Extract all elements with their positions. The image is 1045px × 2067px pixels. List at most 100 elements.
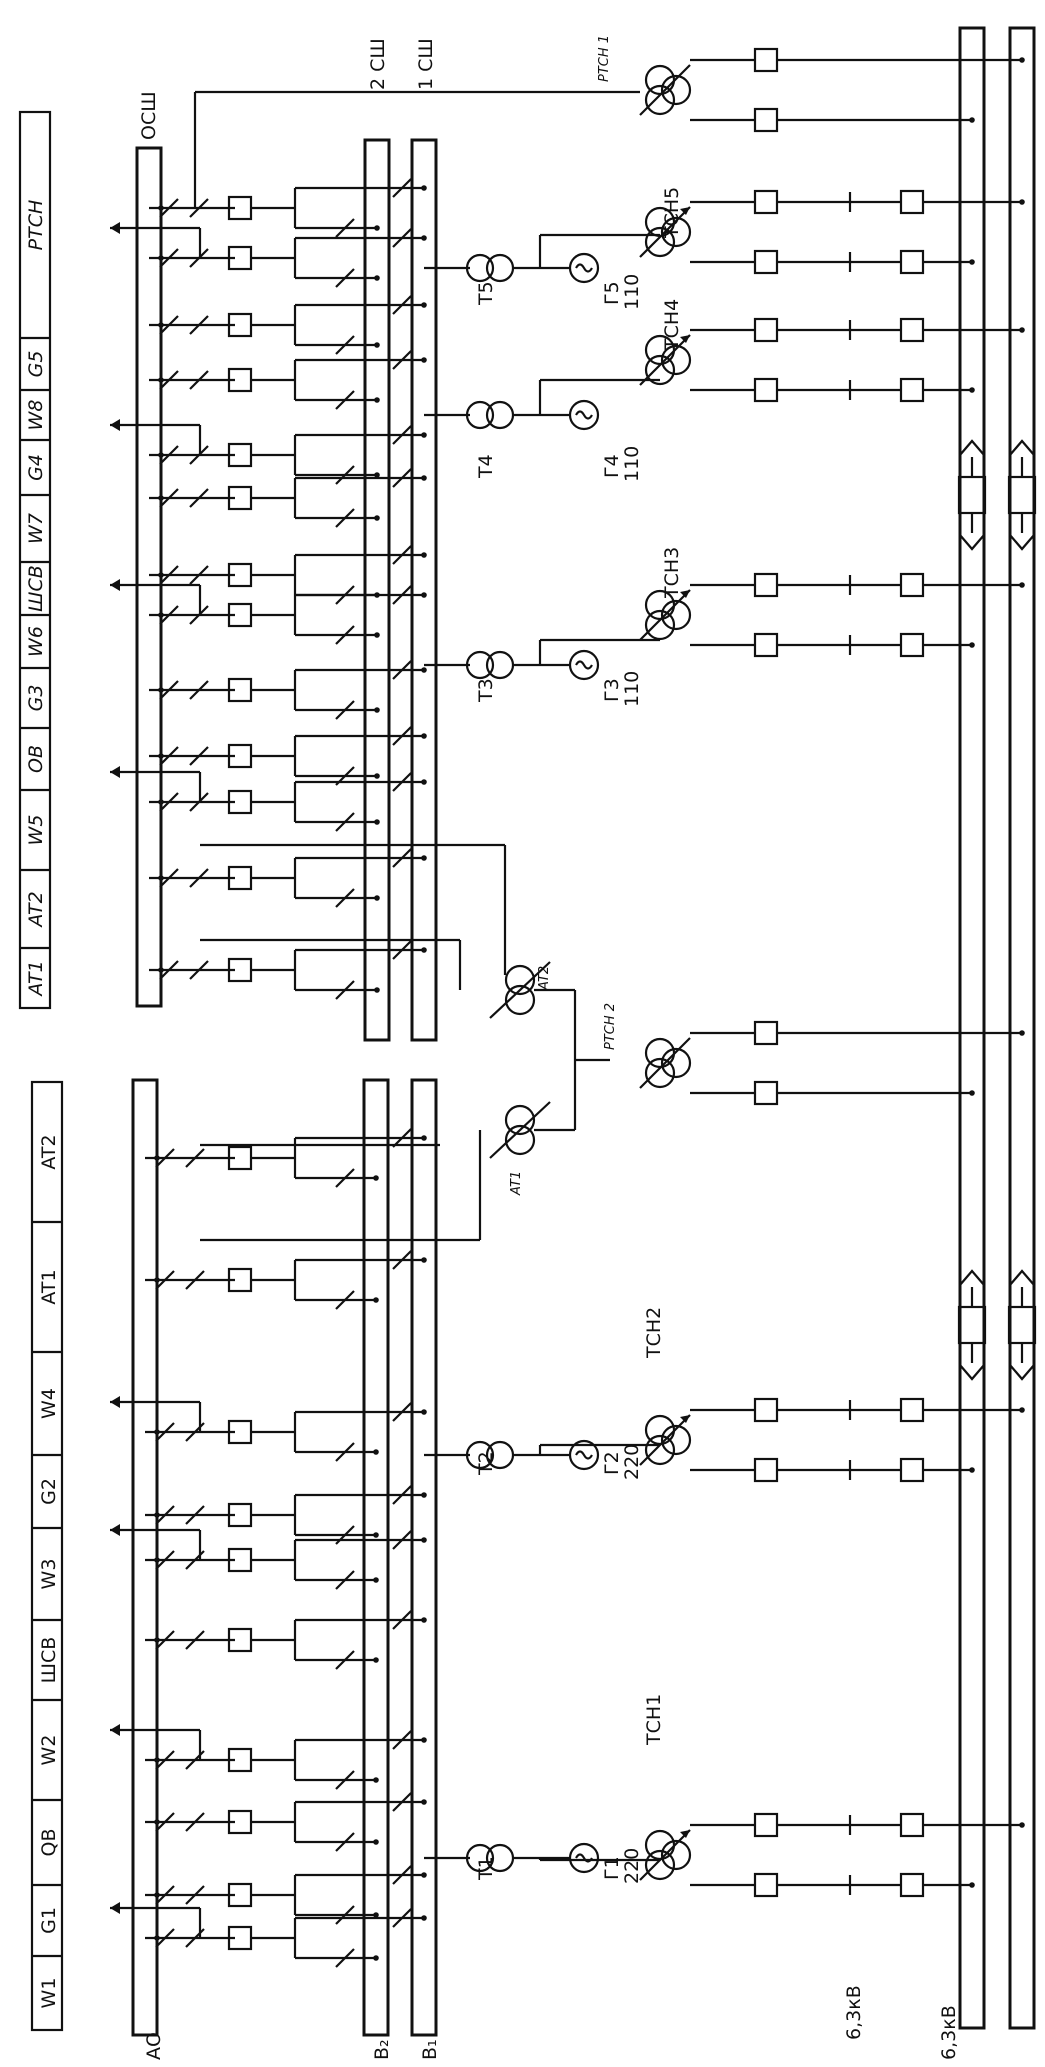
junction-dot	[154, 1429, 160, 1435]
disconnector-mark	[189, 565, 209, 585]
label-g4: Г4	[601, 454, 623, 478]
switchgear-bays	[110, 178, 427, 1968]
junction-dot	[1019, 582, 1025, 588]
junction-dot	[374, 275, 380, 281]
disconnector-mark	[392, 1402, 412, 1422]
junction-dot	[158, 205, 164, 211]
junction-dot	[421, 1617, 427, 1623]
junction-dot	[1019, 1407, 1025, 1413]
disconnector-mark	[159, 868, 179, 888]
reserve-winding	[644, 84, 676, 116]
junction-dot	[421, 779, 427, 785]
label-v4: 110	[621, 446, 643, 482]
junction-dot	[421, 1872, 427, 1878]
junction-dot	[373, 1175, 379, 1181]
withdrawable-mark	[959, 1364, 985, 1381]
generator	[568, 649, 600, 681]
junction-dot	[374, 895, 380, 901]
junction-dot	[421, 185, 427, 191]
junction-dot	[969, 1882, 975, 1888]
legend-cell-110: ОВ	[25, 745, 47, 773]
tap-changer-arrow	[489, 1101, 551, 1159]
disconnector-mark	[189, 488, 209, 508]
aux-breaker	[899, 377, 925, 403]
aux-breaker	[899, 317, 925, 343]
tap-changer-arrow	[639, 64, 691, 116]
junction-dot	[154, 1277, 160, 1283]
disconnector-mark	[335, 1525, 355, 1545]
junction-dot	[421, 302, 427, 308]
disconnector-mark	[185, 1270, 205, 1290]
disconnector-mark	[392, 1865, 412, 1885]
generator-wave	[575, 410, 593, 420]
disconnector-mark	[335, 1832, 355, 1852]
disconnector-mark	[392, 178, 412, 198]
junction-dot	[154, 1557, 160, 1563]
aux-breaker	[899, 572, 925, 598]
junction-dot	[373, 1955, 379, 1961]
disconnector-mark	[185, 1630, 205, 1650]
bus-osh	[135, 146, 163, 1008]
junction-dot	[373, 1777, 379, 1783]
disconnector-mark	[335, 1905, 355, 1925]
aux-breaker	[753, 1457, 779, 1483]
legend-cell-220: W2	[38, 1735, 60, 1766]
aux-breaker	[899, 1812, 925, 1838]
junction-dot	[373, 1449, 379, 1455]
junction-dot	[154, 1637, 160, 1643]
junction-dot	[154, 1757, 160, 1763]
aux-breaker	[753, 632, 779, 658]
arrow-head	[680, 207, 690, 215]
legend-cell-110: G3	[25, 685, 47, 712]
disconnector-mark	[189, 960, 209, 980]
disconnector-mark	[335, 625, 355, 645]
disconnector-mark	[335, 700, 355, 720]
disconnector-mark	[159, 248, 179, 268]
junction-dot	[158, 875, 164, 881]
junction-dot	[373, 1297, 379, 1303]
disconnector-mark	[335, 1770, 355, 1790]
tap-changer-arrow	[489, 961, 551, 1019]
junction-dot	[374, 472, 380, 478]
disconnector-mark	[189, 746, 209, 766]
legend-cell-220: QB	[38, 1829, 60, 1857]
bus-6kv-a	[958, 26, 986, 2030]
disconnector-mark	[155, 1928, 175, 1948]
junction-dot	[421, 1915, 427, 1921]
aux-breaker	[753, 1872, 779, 1898]
disconnector-mark	[392, 295, 412, 315]
disconnector-mark	[335, 980, 355, 1000]
aux-winding	[644, 1434, 676, 1466]
tap-changer-arrow	[639, 1414, 691, 1466]
generator	[568, 399, 600, 431]
bus-6kv-b	[1008, 26, 1036, 2030]
autotransformer-winding	[504, 984, 536, 1016]
label-at1: AT1	[509, 1171, 524, 1196]
legend-cell-110: W5	[25, 815, 47, 846]
transformer-winding	[465, 1440, 495, 1470]
disconnector-mark	[189, 680, 209, 700]
generator-wave	[575, 263, 593, 273]
junction-dot	[421, 235, 427, 241]
label-t4: T4	[475, 454, 497, 479]
disconnector-mark	[392, 545, 412, 565]
transformer-winding	[485, 400, 515, 430]
label-6kv-b: 6,3кВ	[938, 2005, 960, 2060]
disconnector-mark	[335, 1570, 355, 1590]
junction-dot	[374, 225, 380, 231]
legend-frame-110	[18, 110, 52, 1010]
disconnector-mark	[159, 746, 179, 766]
disconnector-mark	[392, 1610, 412, 1630]
disconnector-mark	[159, 680, 179, 700]
label-tsn4: ТСН4	[661, 299, 683, 351]
junction-dot	[158, 377, 164, 383]
bus-2sh	[363, 138, 391, 1042]
label-t1: T1	[475, 1856, 497, 1881]
junction-dot	[374, 987, 380, 993]
disconnector-mark	[392, 1250, 412, 1270]
legend-cell-220: AT1	[38, 1269, 60, 1304]
label-v3: 110	[621, 671, 643, 707]
junction-dot	[421, 855, 427, 861]
withdrawable-mark	[959, 439, 985, 456]
disconnector-mark	[159, 488, 179, 508]
